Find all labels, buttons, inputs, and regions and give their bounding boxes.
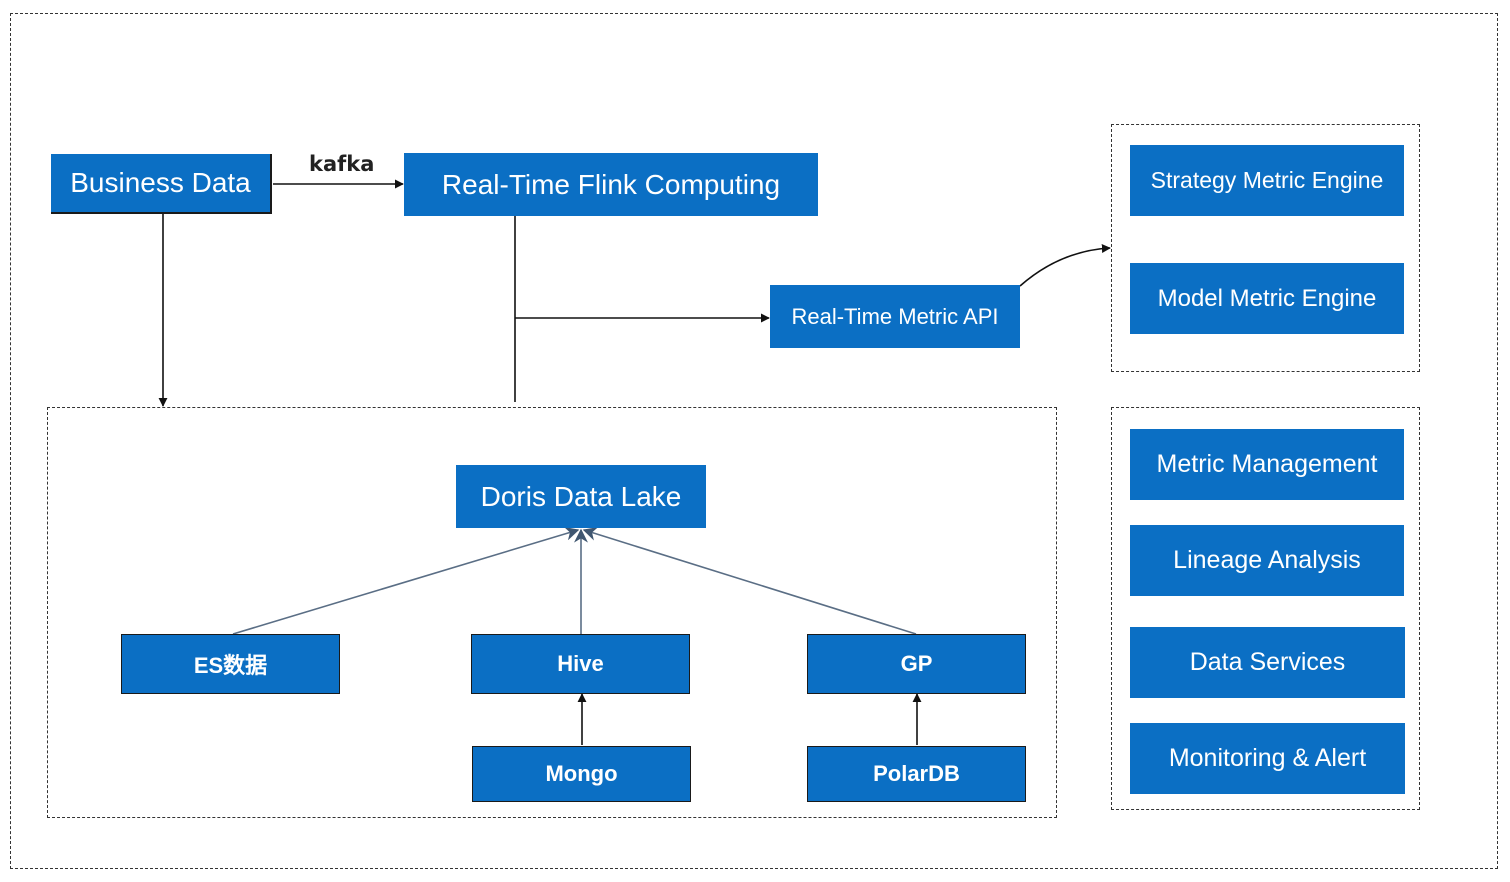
data-lake-group [47, 407, 1057, 818]
doris-data-lake-node[interactable]: Doris Data Lake [456, 465, 706, 528]
es-source-node[interactable]: ES数据 [121, 634, 340, 694]
kafka-label: kafka [309, 152, 375, 176]
strategy-engine-node[interactable]: Strategy Metric Engine [1130, 145, 1404, 216]
data-services-node[interactable]: Data Services [1130, 627, 1405, 698]
outer-container [10, 13, 1498, 869]
gp-source-node[interactable]: GP [807, 634, 1026, 694]
metric-management-node[interactable]: Metric Management [1130, 429, 1404, 500]
polardb-source-node[interactable]: PolarDB [807, 746, 1026, 802]
management-group [1111, 407, 1420, 810]
business-data-node[interactable]: Business Data [51, 154, 272, 214]
lineage-analysis-node[interactable]: Lineage Analysis [1130, 525, 1404, 596]
hive-source-node[interactable]: Hive [471, 634, 690, 694]
flink-computing-node[interactable]: Real-Time Flink Computing [404, 153, 818, 216]
metric-api-node[interactable]: Real-Time Metric API [770, 285, 1020, 348]
engine-group [1111, 124, 1420, 372]
mongo-source-node[interactable]: Mongo [472, 746, 691, 802]
model-engine-node[interactable]: Model Metric Engine [1130, 263, 1404, 334]
monitoring-alert-node[interactable]: Monitoring & Alert [1130, 723, 1405, 794]
